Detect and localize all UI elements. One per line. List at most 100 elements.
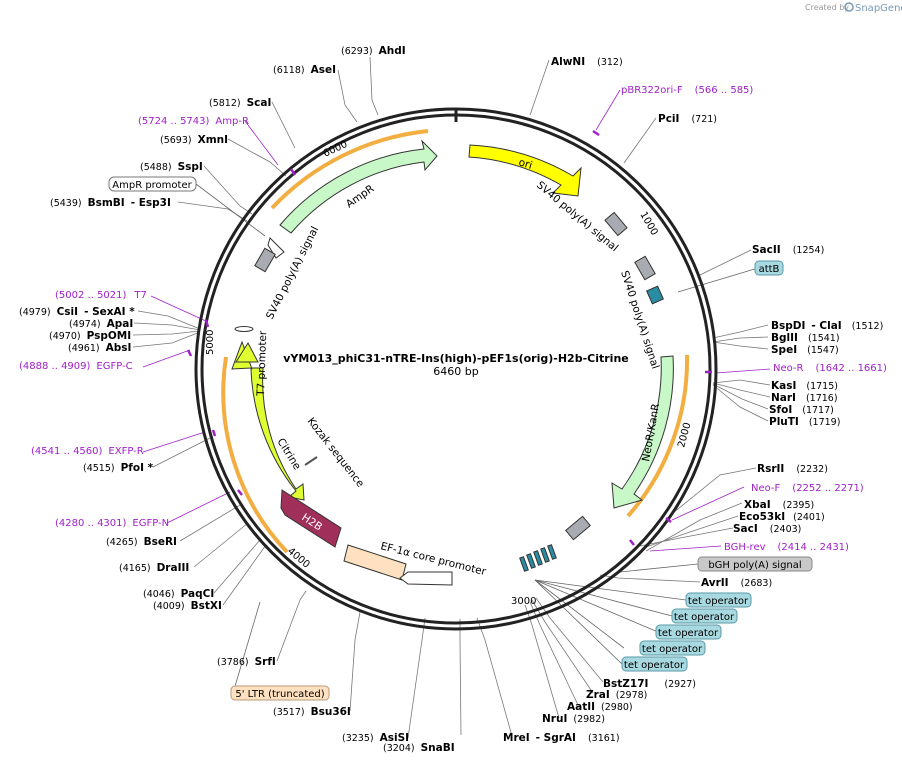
site-bsu36i: (3517)Bsu36I bbox=[273, 706, 351, 718]
site-kasi: KasI(1715) bbox=[771, 380, 838, 392]
site-sspi: (5488)SspI bbox=[140, 161, 203, 173]
site-srfi: (3786)SrfI bbox=[217, 656, 276, 668]
primer-egfp-n: (4280 .. 4301)EGFP-N bbox=[55, 518, 169, 529]
tet-label-4: tet operator bbox=[642, 644, 703, 655]
t7-arrow bbox=[235, 342, 259, 363]
neo-arrow bbox=[611, 355, 674, 509]
site-pspomi: (4970)PspOMI bbox=[49, 330, 131, 342]
site-alwni: AlwNI(312) bbox=[551, 56, 623, 68]
ampr-promoter-box bbox=[108, 176, 197, 192]
primer-leader-lines bbox=[142, 89, 771, 552]
bgh-polya-box bbox=[565, 515, 591, 541]
attb-box bbox=[646, 285, 664, 305]
site-rsrii: RsrII(2232) bbox=[757, 463, 828, 475]
created-by-text: Created by bbox=[805, 3, 849, 12]
primer-t7: (5002 .. 5021)T7 bbox=[55, 290, 147, 301]
tick-5000: 5000 bbox=[205, 330, 216, 355]
site-xbai: XbaI(2395) bbox=[744, 499, 814, 511]
tet-box-3 bbox=[655, 624, 722, 640]
boxed-labels: AmpR promoter attB bGH poly(A) signal te… bbox=[108, 176, 813, 701]
site-paqci: (4046)PaqCI bbox=[143, 588, 214, 600]
site-sacii: SacII(1254) bbox=[752, 244, 824, 256]
snapgene-brand-text: SnapGene bbox=[855, 3, 902, 14]
site-bstxi: (4009)BstXI bbox=[153, 600, 222, 612]
site-labels: (6293)AhdI (6118)AseI (5812)ScaI (5693)X… bbox=[19, 45, 883, 754]
site-aatii: AatII(2980) bbox=[567, 701, 633, 713]
feature-arrows bbox=[231, 139, 674, 586]
primer-egfp-c: (4888 .. 4909)EGFP-C bbox=[19, 361, 133, 372]
ori-label: ori bbox=[517, 156, 534, 171]
primer-bgh-rev: BGH-rev(2414 .. 2431) bbox=[724, 542, 849, 553]
bgh-label: bGH poly(A) signal bbox=[708, 560, 801, 571]
tet-box-2 bbox=[671, 608, 738, 624]
tet-label-3: tet operator bbox=[658, 628, 719, 639]
site-saci: SacI(2403) bbox=[733, 523, 801, 535]
ltr-label-box bbox=[230, 685, 330, 701]
ef1a-promoter-arrow bbox=[399, 571, 453, 586]
t7-promoter-label: T7 promoter bbox=[255, 330, 269, 397]
feature-leader-lines bbox=[195, 183, 759, 694]
site-eco53ki: Eco53kI(2401) bbox=[739, 511, 825, 523]
site-pfoi: (4515)PfoI * bbox=[83, 462, 154, 474]
primer-neo-r: Neo-R(1642 .. 1661) bbox=[773, 363, 887, 374]
site-nrui: NruI(2982) bbox=[542, 713, 605, 725]
t7-small-feature bbox=[234, 326, 254, 332]
site-bglii: BglII(1541) bbox=[771, 332, 840, 344]
site-sfoi: SfoI(1717) bbox=[769, 404, 834, 416]
primer-amp-r: (5724 .. 5743)Amp-R bbox=[138, 116, 249, 127]
ori-arrow bbox=[468, 144, 582, 197]
tet-operator-boxes bbox=[519, 544, 557, 572]
sv40-label-c: SV40 poly(A) signal bbox=[264, 225, 321, 322]
site-nari: NarI(1716) bbox=[771, 392, 838, 404]
tet-box-4 bbox=[639, 640, 706, 656]
plasmid-length: 6460 bp bbox=[433, 365, 478, 378]
citrine-arrow bbox=[250, 367, 305, 501]
tet-label-1: tet operator bbox=[688, 596, 749, 607]
site-snabi: (3204)SnaBI bbox=[383, 742, 455, 754]
site-bspdi: BspDI- ClaI(1512) bbox=[771, 320, 883, 332]
site-zrai: ZraI(2978) bbox=[586, 689, 647, 701]
tet-label-5: tet operator bbox=[624, 660, 685, 671]
site-leader-lines bbox=[132, 56, 771, 739]
attb-label-box bbox=[754, 260, 784, 276]
site-bstz17i: BstZ17I(2927) bbox=[603, 678, 696, 690]
site-spei: SpeI(1547) bbox=[771, 344, 839, 356]
ampr-label: AmpR bbox=[344, 183, 377, 211]
primer-pbr322ori-f: pBR322ori-F(566 .. 585) bbox=[621, 85, 753, 96]
site-absi: (4961)AbsI bbox=[68, 342, 131, 354]
h2b-arrow bbox=[280, 489, 342, 548]
site-asisi: (3235)AsiSI bbox=[342, 732, 409, 744]
site-bseri: (4265)BseRI bbox=[106, 536, 177, 548]
site-draiii: (4165)DraIII bbox=[119, 562, 189, 574]
site-ahdi: (6293)AhdI bbox=[341, 45, 406, 57]
site-xmni: (5693)XmnI bbox=[160, 134, 228, 146]
sv40-polya-box-c bbox=[254, 247, 276, 273]
site-scai: (5812)ScaI bbox=[209, 97, 271, 109]
ampr-promoter-arrow bbox=[267, 237, 285, 259]
site-pcii: PciI(721) bbox=[658, 113, 717, 125]
kozak-mark bbox=[304, 456, 318, 466]
site-csii: (4979)CsiI- SexAI * bbox=[19, 306, 135, 318]
primer-neo-f: Neo-F(2252 .. 2271) bbox=[751, 483, 864, 494]
site-mrei: MreI- SgrAI(3161) bbox=[503, 732, 620, 744]
sv40-polya-box-a bbox=[604, 211, 628, 237]
kozak-label: Kozak sequence bbox=[305, 415, 367, 489]
site-bsmbi: (5439)BsmBI- Esp3I bbox=[50, 197, 171, 209]
sv40-polya-box-b bbox=[634, 255, 656, 281]
ampr-arrow bbox=[279, 139, 438, 234]
backbone bbox=[194, 107, 718, 631]
attb-label: attB bbox=[759, 264, 780, 275]
bgh-label-box bbox=[697, 556, 813, 572]
plasmid-title: vYM013_phiC31-nTRE-Ins(high)-pEF1s(orig)… bbox=[283, 352, 629, 365]
snapgene-logo-icon bbox=[844, 2, 854, 12]
tet-box-1 bbox=[685, 592, 752, 608]
site-pluti: PluTI(1719) bbox=[769, 416, 840, 428]
primer-marks bbox=[186, 129, 712, 546]
tick-3000: 3000 bbox=[511, 596, 536, 607]
ampr-promoter-label: AmpR promoter bbox=[112, 180, 192, 191]
site-apai: (4974)ApaI bbox=[69, 318, 133, 330]
site-avrii: AvrII(2683) bbox=[701, 577, 772, 589]
tet-box-5 bbox=[621, 656, 688, 672]
primer-labels: pBR322ori-F(566 .. 585) (5724 .. 5743)Am… bbox=[19, 85, 887, 553]
